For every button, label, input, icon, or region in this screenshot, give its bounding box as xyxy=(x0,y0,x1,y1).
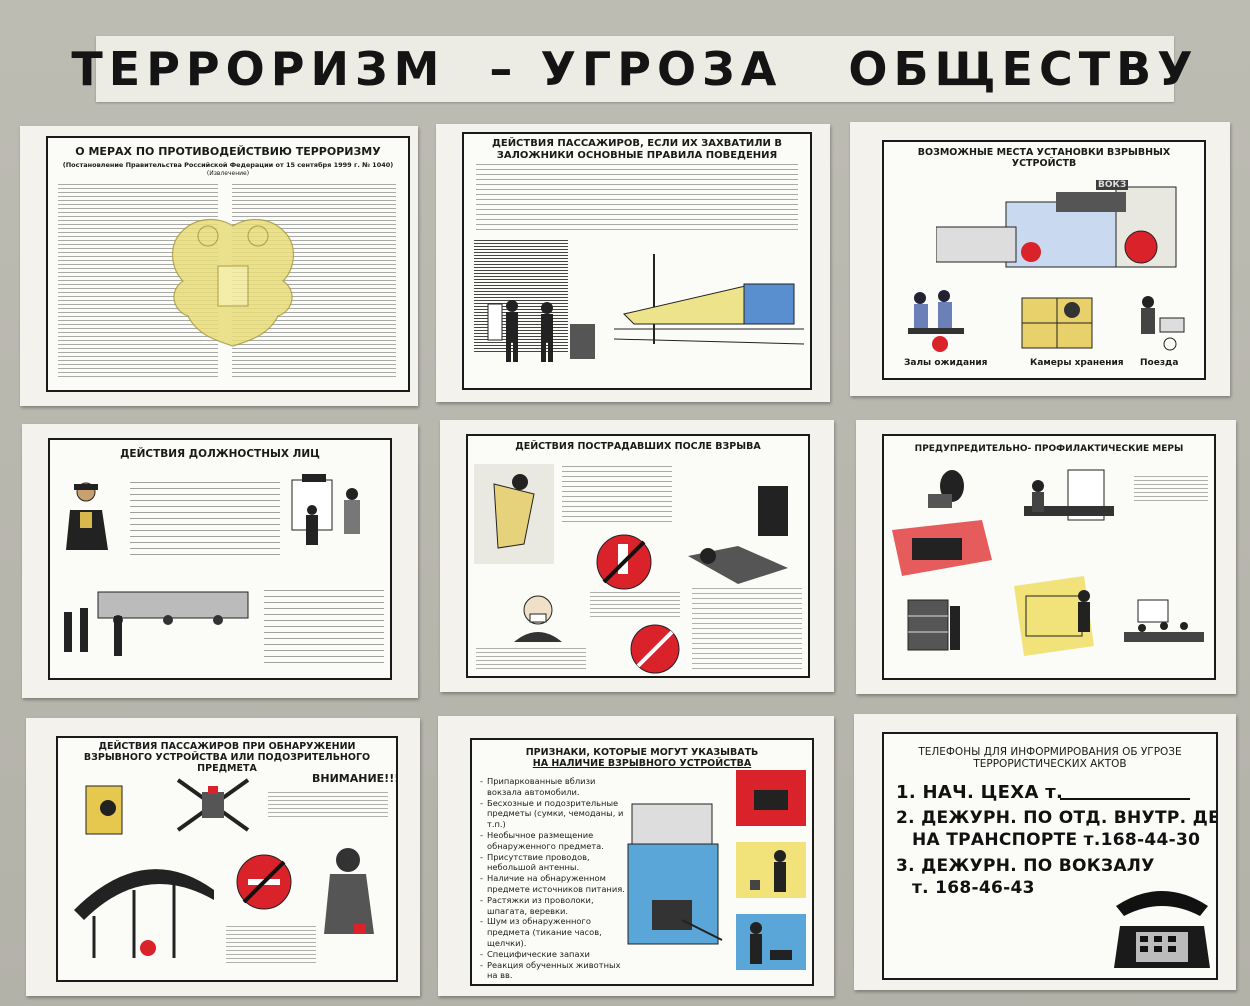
poster-frame: ПРЕДУПРЕДИТЕЛЬНО- ПРОФИЛАКТИЧЕСКИЕ МЕРЫ xyxy=(882,434,1216,680)
poster-officials-actions: ДЕЙСТВИЯ ДОЛЖНОСТНЫХ ЛИЦ xyxy=(22,424,418,698)
storage-lockers-illustration xyxy=(1021,297,1093,349)
phone-line-2a: 2. ДЕЖУРН. ПО ОТД. ВНУТР. ДЕЛ xyxy=(896,808,1218,828)
poster-hostage-rules: ДЕЙСТВИЯ ПАССАЖИРОВ, ЕСЛИ ИХ ЗАХВАТИЛИ В… xyxy=(436,124,830,402)
list-item: Шум из обнаруженного предмета (тикание ч… xyxy=(480,916,630,948)
poster-frame: ДЕЙСТВИЯ ПОСТРАДАВШИХ ПОСЛЕ ВЗРЫВА xyxy=(466,434,810,678)
camera-illustration xyxy=(928,470,964,508)
storage-shelves-illustration xyxy=(1014,576,1094,656)
poster-title-line2: НА НАЛИЧИЕ ВЗРЫВНОГО УСТРОЙСТВА xyxy=(532,758,752,769)
location-label-trains: Поезда xyxy=(1140,358,1179,368)
attention-text xyxy=(268,792,388,818)
poster-title: ДЕЙСТВИЯ ДОЛЖНОСТНЫХ ЛИЦ xyxy=(120,448,320,460)
telephone-icon xyxy=(1114,891,1210,968)
bomb-disposal-expert-illustration xyxy=(324,848,374,934)
rubble-illustration xyxy=(688,486,788,584)
no-light-sign-icon xyxy=(630,624,680,674)
poster-frame: ТЕЛЕФОНЫ ДЛЯ ИНФОРМИРОВАНИЯ ОБ УГРОЗЕ ТЕ… xyxy=(882,732,1218,980)
platform-canopy-illustration xyxy=(74,869,214,958)
banner-title: ТЕРРОРИЗМ – УГРОЗА ОБЩЕСТВУ xyxy=(71,42,1199,96)
suspicious-bag-illustration xyxy=(627,803,723,945)
train-interior-illustration xyxy=(1141,296,1185,351)
official-with-radio-illustration xyxy=(66,482,108,550)
meeting-illustration xyxy=(1124,599,1204,642)
poster-frame: ДЕЙСТВИЯ ДОЛЖНОСТНЫХ ЛИЦ xyxy=(48,438,392,680)
rules-text xyxy=(476,164,798,232)
control-room-illustration xyxy=(1024,469,1114,521)
victim-instructions-text xyxy=(562,466,672,522)
poster-title: ДЕЙСТВИЯ ПОСТРАДАВШИХ ПОСЛЕ ВЗРЫВА xyxy=(515,441,761,452)
radio-ban-illustration xyxy=(176,778,250,832)
phone-booth-illustration xyxy=(85,785,123,835)
lockers-illustration xyxy=(907,599,960,651)
banner: ТЕРРОРИЗМ – УГРОЗА ОБЩЕСТВУ xyxy=(71,36,1193,102)
poster-preventive-measures: ПРЕДУПРЕДИТЕЛЬНО- ПРОФИЛАКТИЧЕСКИЕ МЕРЫ xyxy=(856,420,1236,694)
station-sign: ВОКЗ xyxy=(1096,180,1129,190)
no-fire-sign-icon xyxy=(596,534,652,590)
sign-car-icon xyxy=(736,770,806,826)
list-item: Припаркованные вблизи вокзала автомобили… xyxy=(480,776,630,798)
poster-phone-numbers: ТЕЛЕФОНЫ ДЛЯ ИНФОРМИРОВАНИЯ ОБ УГРОЗЕ ТЕ… xyxy=(854,714,1236,990)
victim-rescue-illustration xyxy=(474,464,554,564)
location-label-storage: Камеры хранения xyxy=(1030,358,1124,368)
phone-line-1-blank xyxy=(1060,798,1190,800)
attention-label: ВНИМАНИЕ!!! xyxy=(312,772,398,785)
list-item: Наличие на обнаруженном предмете источни… xyxy=(480,873,630,895)
poster-subtitle: (Постановление Правительства Российской … xyxy=(62,161,394,169)
middle-text xyxy=(590,592,680,620)
poster-title: ТЕЛЕФОНЫ ДЛЯ ИНФОРМИРОВАНИЯ ОБ УГРОЗЕ ТЕ… xyxy=(918,746,1182,771)
station-illustration xyxy=(936,186,1177,268)
poster-explosive-signs: ПРИЗНАКИ, КОТОРЫЕ МОГУТ УКАЗЫВАТЬ НА НАЛ… xyxy=(438,716,834,996)
info-text-right xyxy=(1134,476,1208,502)
phone-line-2b: НА ТРАНСПОРТЕ т.168-44-30 xyxy=(912,830,1201,850)
waiting-hall-illustration xyxy=(908,290,964,352)
technical-equipment-illustration xyxy=(892,520,992,576)
poster-after-explosion: ДЕЙСТВИЯ ПОСТРАДАВШИХ ПОСЛЕ ВЗРЫВА xyxy=(440,420,834,692)
signs-list: Припаркованные вблизи вокзала автомобили… xyxy=(480,776,630,981)
poster-title: ПРЕДУПРЕДИТЕЛЬНО- ПРОФИЛАКТИЧЕСКИЕ МЕРЫ xyxy=(914,444,1184,454)
list-item: Специфические запахи xyxy=(480,949,630,960)
list-item: Растяжки из проволоки, шпагата, веревки. xyxy=(480,895,630,917)
official-actions-text xyxy=(264,590,384,668)
phone-line-3b: т. 168-46-43 xyxy=(912,878,1035,898)
poster-bomb-locations: ВОЗМОЖНЫЕ МЕСТА УСТАНОВКИ ВЗРЫВНЫХ УСТРО… xyxy=(850,122,1230,396)
official-instructions-text xyxy=(130,482,280,560)
bottom-left-text xyxy=(476,648,586,670)
poster-title: О МЕРАХ ПО ПРОТИВОДЕЙСТВИЮ ТЕРРОРИЗМУ xyxy=(75,145,381,158)
poster-frame: ПРИЗНАКИ, КОТОРЫЕ МОГУТ УКАЗЫВАТЬ НА НАЛ… xyxy=(470,738,814,986)
gas-mask-person-illustration xyxy=(514,595,562,642)
sign-dog-icon xyxy=(736,914,806,970)
list-item: Реакция обученных животных на вв. xyxy=(480,960,630,982)
list-item: Необычное размещение обнаруженного предм… xyxy=(480,830,630,852)
poster-title: ДЕЙСТВИЯ ПАССАЖИРОВ ПРИ ОБНАРУЖЕНИИ ВЗРЫ… xyxy=(83,741,371,774)
right-text xyxy=(692,588,802,670)
bottom-text xyxy=(226,926,316,964)
poster-frame: ДЕЙСТВИЯ ПАССАЖИРОВ ПРИ ОБНАРУЖЕНИИ ВЗРЫ… xyxy=(56,736,398,982)
poster-frame: О МЕРАХ ПО ПРОТИВОДЕЙСТВИЮ ТЕРРОРИЗМУ (П… xyxy=(46,136,410,392)
vehicles-crowd-illustration xyxy=(64,591,249,656)
sign-person-icon xyxy=(736,842,806,898)
no-smoking-sign-icon xyxy=(236,854,292,910)
poster-title: ВОЗМОЖНЫЕ МЕСТА УСТАНОВКИ ВЗРЫВНЫХ УСТРО… xyxy=(917,147,1171,169)
list-item: Бесхозные и подозрительные предметы (сум… xyxy=(480,798,630,830)
list-item: Присутствие проводов, небольшой антенны. xyxy=(480,852,630,874)
poster-suspicious-object: ДЕЙСТВИЯ ПАССАЖИРОВ ПРИ ОБНАРУЖЕНИИ ВЗРЫ… xyxy=(26,718,420,996)
phone-line-3a: 3. ДЕЖУРН. ПО ВОКЗАЛУ xyxy=(896,856,1155,876)
train-illustration xyxy=(614,254,804,345)
armed-men-illustration xyxy=(487,300,595,362)
poster-counter-terrorism-measures: О МЕРАХ ПО ПРОТИВОДЕЙСТВИЮ ТЕРРОРИЗМУ (П… xyxy=(20,126,418,406)
exit-door-illustration xyxy=(291,474,360,545)
poster-frame: ВОЗМОЖНЫЕ МЕСТА УСТАНОВКИ ВЗРЫВНЫХ УСТРО… xyxy=(882,140,1206,380)
poster-title-line1: ПРИЗНАКИ, КОТОРЫЕ МОГУТ УКАЗЫВАТЬ xyxy=(525,747,759,758)
poster-title: ДЕЙСТВИЯ ПАССАЖИРОВ, ЕСЛИ ИХ ЗАХВАТИЛИ В… xyxy=(491,138,783,161)
phone-line-1: 1. НАЧ. ЦЕХА т. xyxy=(896,782,1064,803)
poster-note: (Извлечение) xyxy=(206,170,250,177)
location-label-waiting-halls: Залы ожидания xyxy=(904,358,988,368)
poster-frame: ДЕЙСТВИЯ ПАССАЖИРОВ, ЕСЛИ ИХ ЗАХВАТИЛИ В… xyxy=(462,132,812,390)
coat-of-arms-icon xyxy=(171,218,295,347)
